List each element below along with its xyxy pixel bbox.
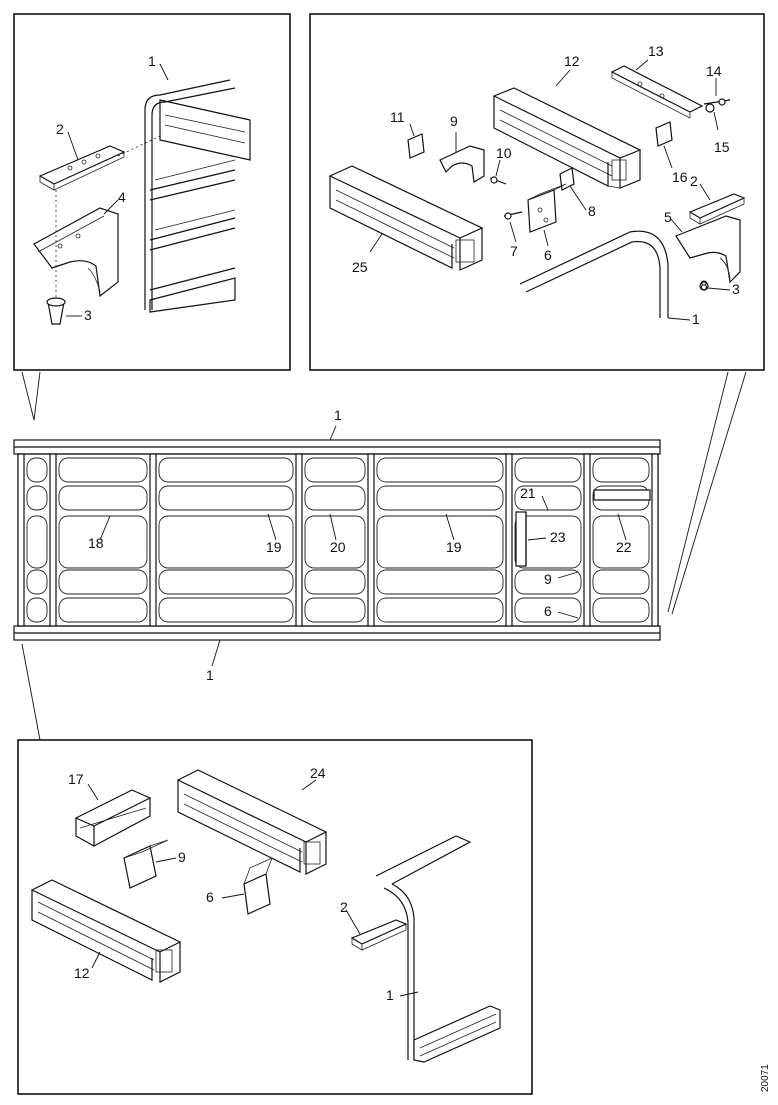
callout-b-6: 6 bbox=[206, 889, 214, 905]
frame-panel-cell bbox=[158, 485, 294, 511]
frame-panel-cell bbox=[304, 597, 366, 623]
frame-post bbox=[505, 453, 513, 627]
frame-post bbox=[49, 453, 57, 627]
callout-main-19a: 19 bbox=[266, 539, 282, 555]
frame-panel-cell bbox=[158, 457, 294, 483]
callout-main-9: 9 bbox=[544, 571, 552, 587]
detail-box-top-right: 12 13 14 15 16 11 9 10 8 7 6 2 5 3 8 1 2… bbox=[309, 13, 765, 371]
main-frame: 1 18 19 20 19 21 23 22 9 6 1 bbox=[13, 407, 661, 683]
callout-tl-3: 3 bbox=[84, 307, 92, 323]
callout-tr-8: 8 bbox=[588, 203, 596, 219]
callout-b-9: 9 bbox=[178, 849, 186, 865]
frame-panel-cell bbox=[304, 515, 366, 569]
frame-panel-cell bbox=[376, 457, 504, 483]
frame-post bbox=[149, 453, 157, 627]
frame-panel-cell bbox=[514, 515, 582, 569]
frame-post bbox=[651, 453, 659, 627]
frame-panel-cell bbox=[58, 485, 148, 511]
callout-tr-8b: 8 bbox=[700, 277, 708, 293]
callout-tr-7: 7 bbox=[510, 243, 518, 259]
frame-panel-cell bbox=[514, 457, 582, 483]
frame-panel-cell bbox=[58, 515, 148, 569]
callout-tr-10: 10 bbox=[496, 145, 512, 161]
callout-main-22: 22 bbox=[616, 539, 632, 555]
frame-panel-cell bbox=[592, 457, 650, 483]
frame-panel-cell bbox=[592, 515, 650, 569]
callout-tr-9: 9 bbox=[450, 113, 458, 129]
callout-tr-5: 5 bbox=[664, 209, 672, 225]
callout-tr-15: 15 bbox=[714, 139, 730, 155]
document-id: 20071 bbox=[760, 1064, 771, 1092]
callout-tr-14: 14 bbox=[706, 63, 722, 79]
frame-panel-cell bbox=[592, 569, 650, 595]
frame-panel-cell bbox=[592, 597, 650, 623]
detail-box-top-left: 1 2 4 3 bbox=[13, 13, 291, 371]
frame-panel-cell bbox=[158, 515, 294, 569]
callout-main-6: 6 bbox=[544, 603, 552, 619]
frame-panel-cell bbox=[376, 515, 504, 569]
frame-post bbox=[583, 453, 591, 627]
callout-tr-2: 2 bbox=[690, 173, 698, 189]
frame-panel-cell bbox=[58, 597, 148, 623]
callout-tr-1: 1 bbox=[692, 311, 700, 327]
callout-b-12: 12 bbox=[74, 965, 90, 981]
callout-tr-11: 11 bbox=[390, 109, 405, 125]
frame-panel-cell bbox=[26, 485, 48, 511]
callout-tl-2: 2 bbox=[56, 121, 64, 137]
callout-b-17: 17 bbox=[68, 771, 84, 787]
callout-main-18: 18 bbox=[88, 535, 104, 551]
callout-tr-12: 12 bbox=[564, 53, 580, 69]
callout-tr-6: 6 bbox=[544, 247, 552, 263]
callout-main-20: 20 bbox=[330, 539, 346, 555]
frame-panel-cell bbox=[158, 597, 294, 623]
frame-panel-cell bbox=[26, 457, 48, 483]
frame-panel-cell bbox=[26, 515, 48, 569]
callout-main-23: 23 bbox=[550, 529, 566, 545]
callout-tr-25: 25 bbox=[352, 259, 368, 275]
callout-main-1-top: 1 bbox=[334, 407, 342, 423]
callout-b-24: 24 bbox=[310, 765, 326, 781]
frame-panel-cell bbox=[304, 569, 366, 595]
frame-panel-cell bbox=[26, 569, 48, 595]
callout-main-21: 21 bbox=[520, 485, 536, 501]
frame-post bbox=[295, 453, 303, 627]
callout-b-1: 1 bbox=[386, 987, 394, 1003]
callout-tl-4: 4 bbox=[118, 189, 126, 205]
frame-panel-cell bbox=[376, 597, 504, 623]
callout-tr-3: 3 bbox=[732, 281, 740, 297]
callout-b-2: 2 bbox=[340, 899, 348, 915]
frame-panel-cell bbox=[58, 457, 148, 483]
callout-tl-1: 1 bbox=[148, 53, 156, 69]
frame-panel-cell bbox=[376, 569, 504, 595]
callout-main-1-bottom: 1 bbox=[206, 667, 214, 683]
callout-main-19b: 19 bbox=[446, 539, 462, 555]
frame-post bbox=[17, 453, 25, 627]
callout-tr-16: 16 bbox=[672, 169, 688, 185]
callout-tr-13: 13 bbox=[648, 43, 664, 59]
detail-box-bottom: 17 24 9 6 2 12 1 bbox=[17, 739, 533, 1095]
frame-post bbox=[367, 453, 375, 627]
frame-panel-cell bbox=[514, 597, 582, 623]
frame-panel-cell bbox=[304, 457, 366, 483]
frame-panel-cell bbox=[26, 597, 48, 623]
frame-panel-cell bbox=[304, 485, 366, 511]
frame-panel-cell bbox=[58, 569, 148, 595]
frame-panel-cell bbox=[158, 569, 294, 595]
frame-panel-cell bbox=[376, 485, 504, 511]
